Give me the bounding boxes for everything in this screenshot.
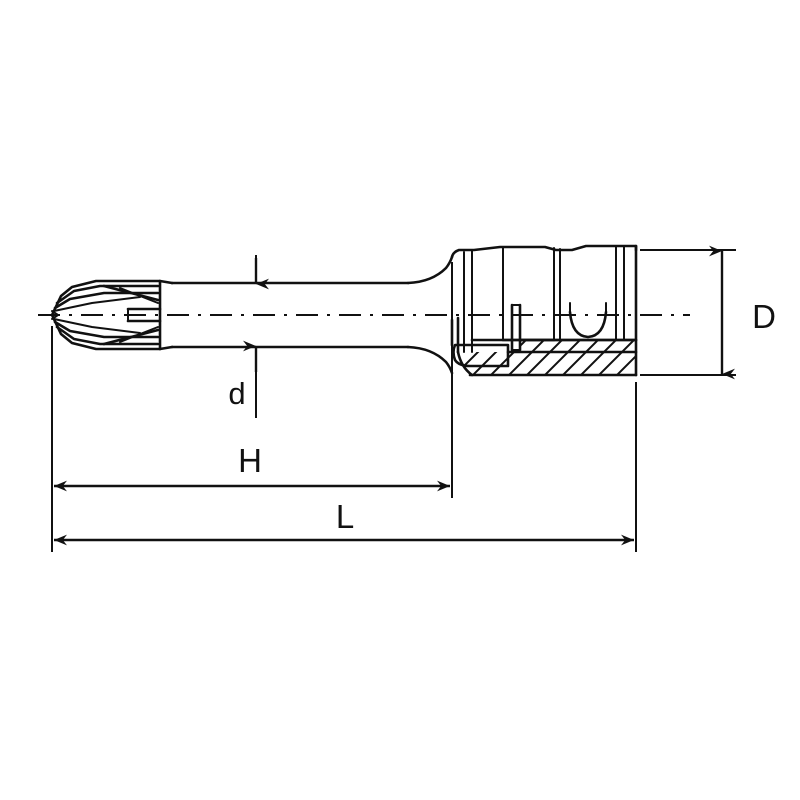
dimension-label-L: L: [336, 498, 354, 535]
dimension-D: D: [709, 245, 776, 380]
phillips-tip: [50, 279, 174, 351]
section-hatching-upper: [520, 340, 636, 352]
socket-body: [450, 244, 638, 377]
section-hatching-lower: [458, 352, 636, 375]
dimension-label-D: D: [752, 298, 776, 335]
dimension-label-H: H: [238, 442, 262, 479]
dimension-L: L: [54, 498, 634, 546]
dimension-label-d: d: [228, 376, 245, 411]
flare-transition: [406, 255, 454, 375]
dimension-H: H: [54, 442, 450, 492]
dimension-d: d: [228, 258, 269, 411]
shaft: [170, 281, 410, 349]
